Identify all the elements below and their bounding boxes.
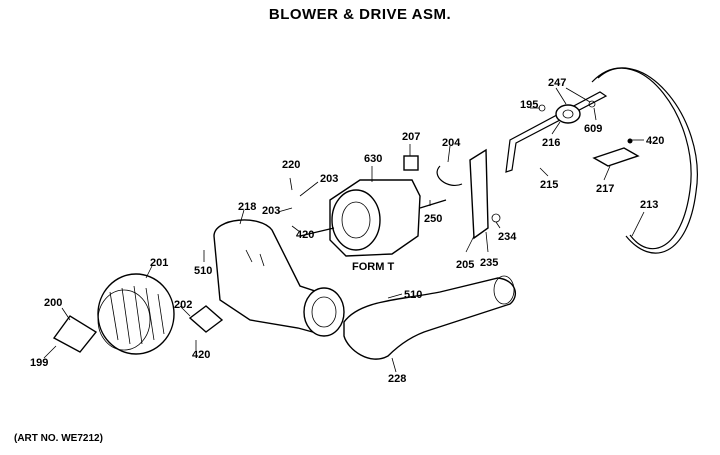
- callout-200: 199: [30, 357, 48, 369]
- callout-420c: 420: [646, 135, 664, 147]
- form-label: FORM T: [352, 261, 394, 273]
- callout-215: 215: [540, 179, 558, 191]
- drive-belt-215: [505, 91, 608, 173]
- callout-220: 220: [282, 159, 300, 171]
- callout-235: 235: [480, 257, 498, 269]
- blower-housing-218: [213, 219, 345, 337]
- clip-202: [188, 305, 224, 333]
- callout-204: 204: [442, 137, 461, 149]
- exhaust-duct-228: [343, 275, 517, 360]
- callout-247: 247: [548, 77, 566, 89]
- callout-420b: 420: [296, 229, 314, 241]
- blower-wheel-201: [97, 273, 175, 355]
- bracket-217: [592, 138, 640, 167]
- callout-216: 216: [542, 137, 560, 149]
- callout-510a: 510: [194, 265, 212, 277]
- motor-bracket-205: [436, 148, 501, 240]
- callout-199: 200: [44, 297, 62, 309]
- diagram-title: BLOWER & DRIVE ASM.: [268, 6, 452, 23]
- callout-195: 195: [520, 99, 538, 111]
- callout-203b: 203: [262, 205, 280, 217]
- motor-630: [299, 155, 447, 257]
- callout-228: 228: [388, 373, 406, 385]
- drum-213: [591, 67, 698, 254]
- callout-207: 207: [402, 131, 420, 143]
- callout-213: 213: [640, 199, 658, 211]
- idler-pulley-216: [538, 100, 596, 124]
- callout-630: 630: [364, 153, 382, 165]
- callout-510b: 510: [404, 289, 422, 301]
- callout-217: 217: [596, 183, 614, 195]
- callout-420a: 420: [192, 349, 210, 361]
- callout-205: 205: [456, 259, 474, 271]
- callout-218: 218: [238, 201, 256, 213]
- callout-609: 609: [584, 123, 602, 135]
- callout-250: 250: [424, 213, 442, 225]
- callout-203a: 203: [320, 173, 338, 185]
- art-number: (ART NO. WE7212): [14, 433, 103, 444]
- callout-201: 201: [150, 257, 168, 269]
- callout-234: 234: [498, 231, 517, 243]
- seal-plate-200: [52, 315, 98, 353]
- leader-lines: [43, 87, 645, 373]
- callout-202: 202: [174, 299, 192, 311]
